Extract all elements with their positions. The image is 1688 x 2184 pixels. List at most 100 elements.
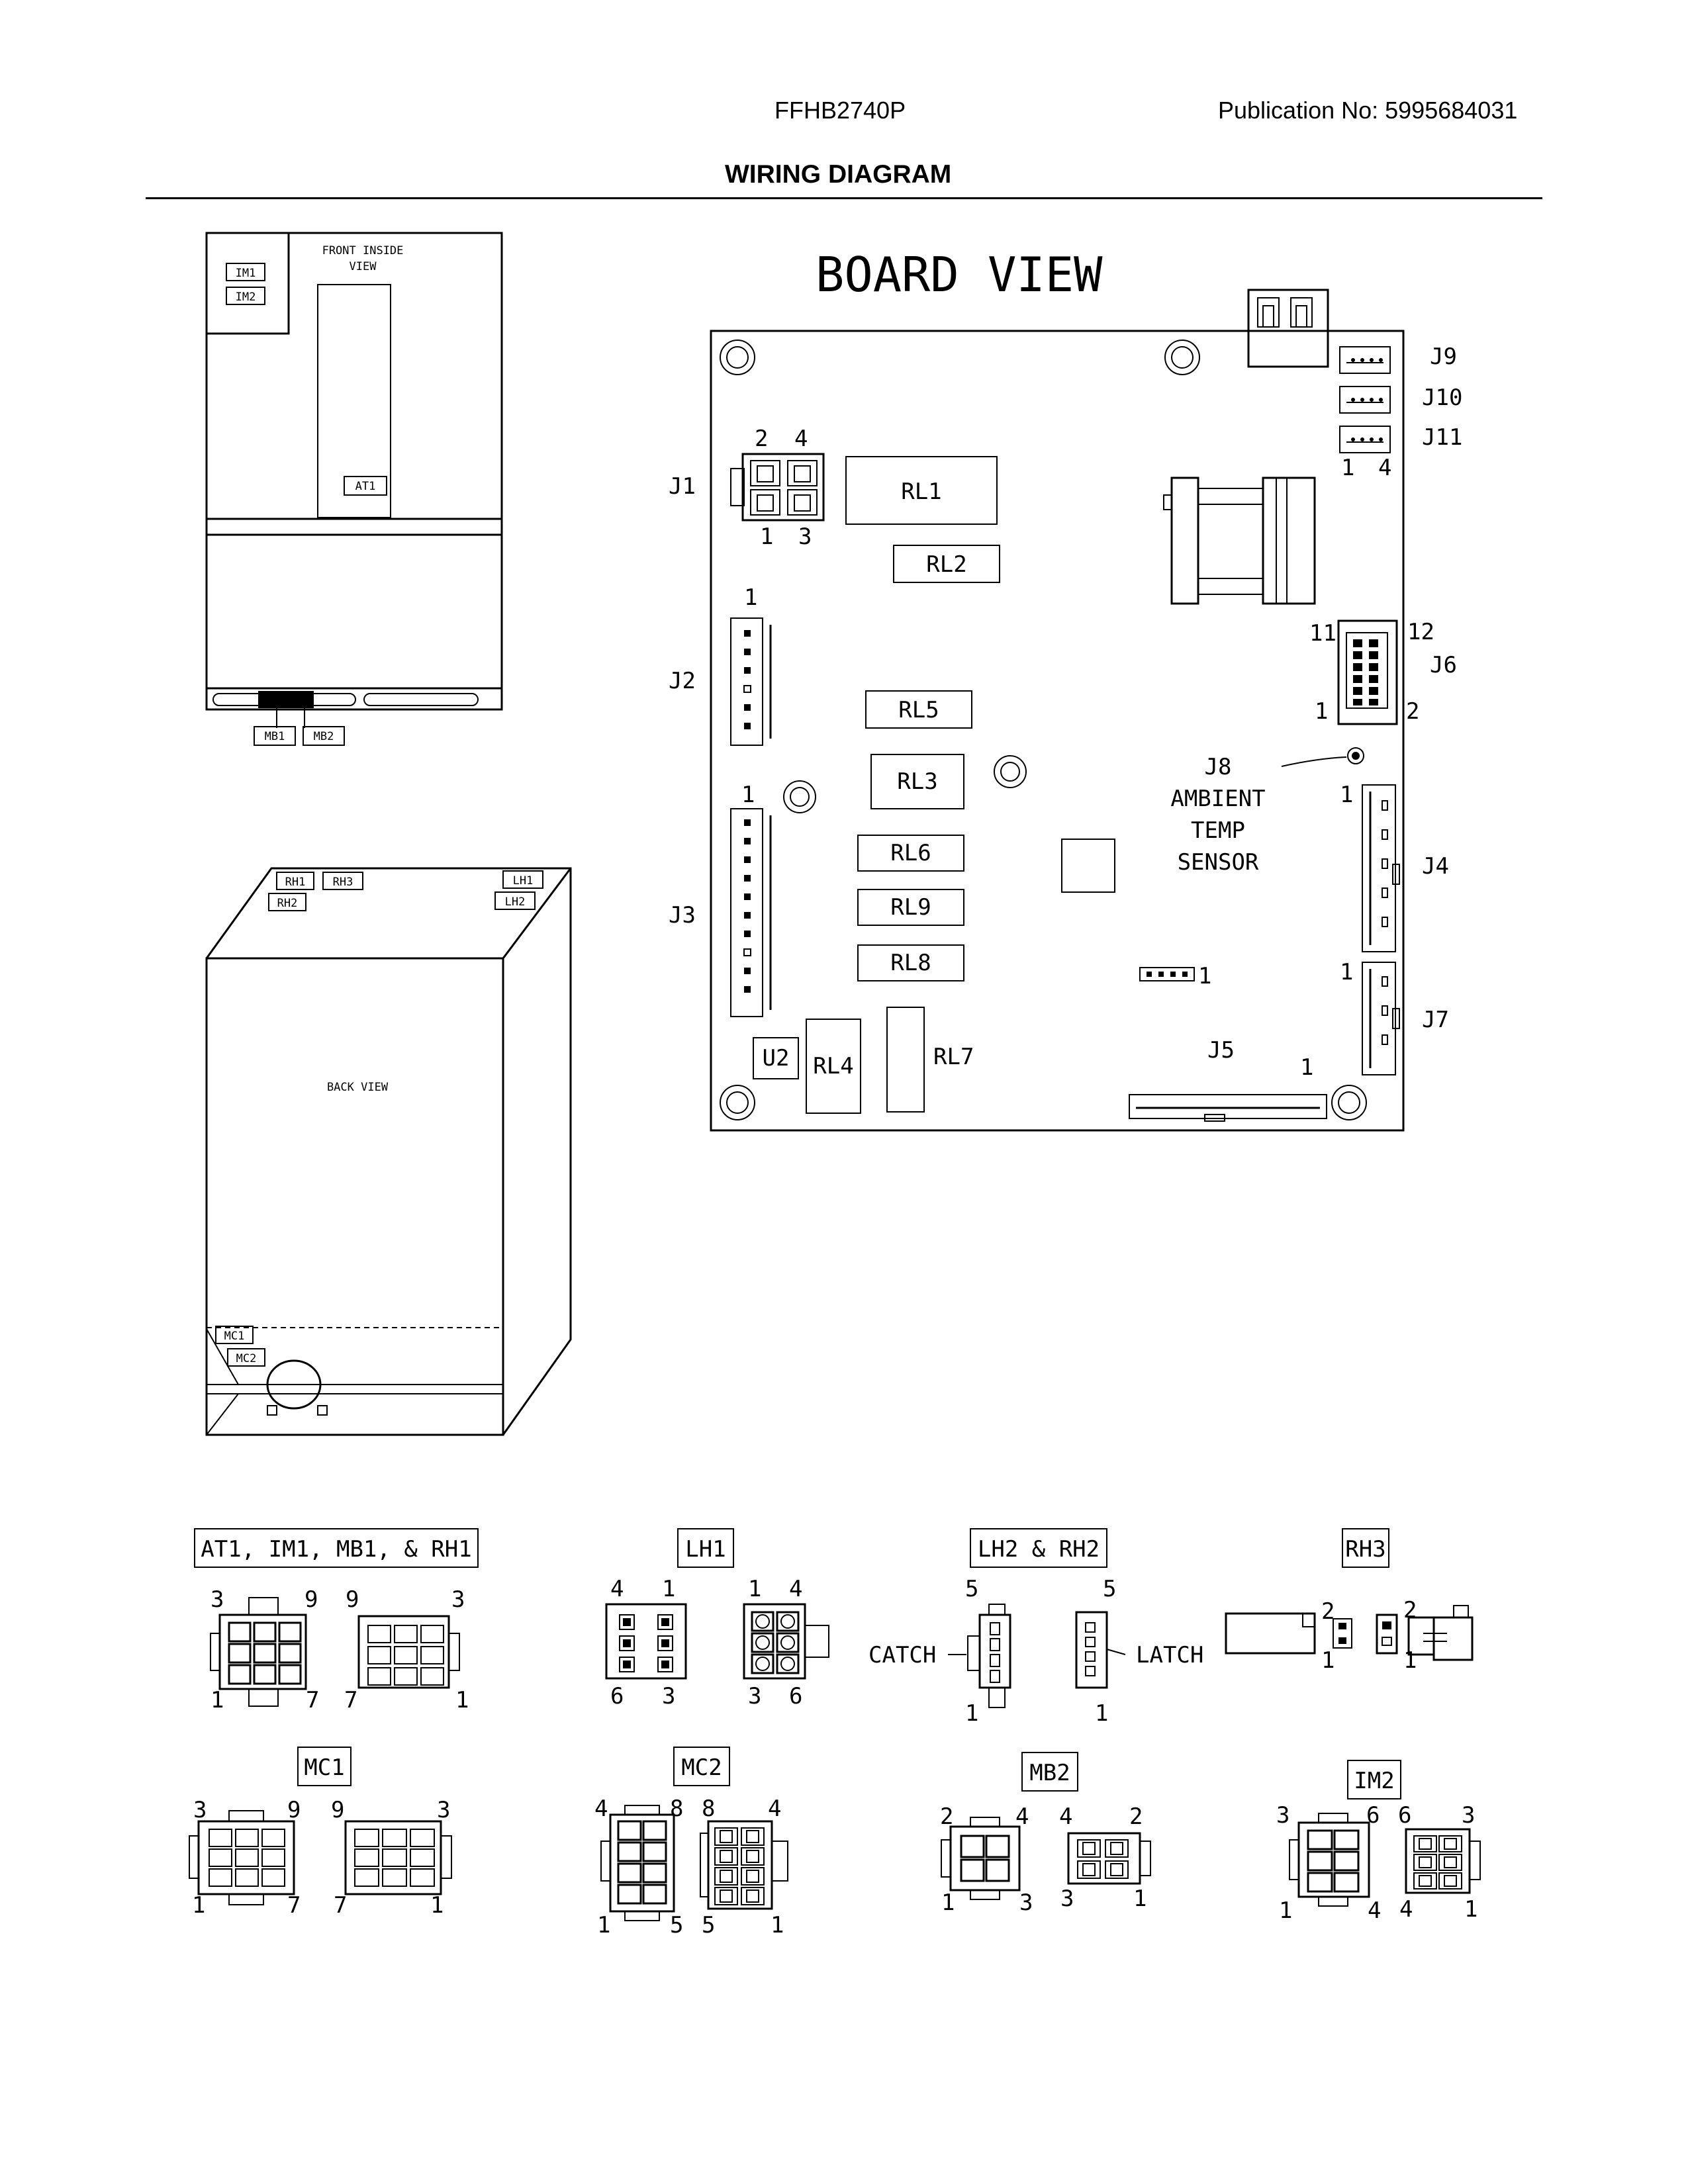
- lh2-tag: LH2: [505, 895, 526, 909]
- board-view: BOARD VIEW J9 J10: [669, 247, 1462, 1132]
- rl8-label: RL8: [890, 950, 931, 976]
- back-view-label: BACK VIEW: [327, 1081, 389, 1094]
- at1-pin: 9: [346, 1586, 359, 1613]
- j8-label: J8: [1205, 754, 1232, 780]
- j2-label: J2: [669, 668, 696, 694]
- mb2-pin: 2: [1129, 1803, 1143, 1830]
- mounting-hole: [994, 755, 1027, 788]
- mc1-pin: 9: [287, 1797, 301, 1823]
- relay-rl7: [886, 1007, 925, 1113]
- relay-rl3: [870, 754, 964, 809]
- at1-pin: 7: [344, 1687, 357, 1713]
- connector-mb2: MB2 2 4 1 3 4 2 3 1: [940, 1752, 1151, 1916]
- lh1-pin: 4: [610, 1576, 624, 1602]
- im2-pin: 4: [1399, 1896, 1413, 1923]
- mc2-pin: 8: [702, 1796, 715, 1822]
- j4-pin-1: 1: [1340, 782, 1353, 808]
- j11-connector: [1339, 426, 1391, 453]
- lh1-pin: 3: [662, 1683, 675, 1709]
- j6-pin-1: 1: [1315, 698, 1328, 725]
- connector-mc2: MC2 4 8 1 5 8 4 5 1: [594, 1747, 788, 1938]
- mb1-tag: MB1: [265, 730, 285, 743]
- at1-group-label: AT1, IM1, MB1, & RH1: [201, 1536, 471, 1563]
- connector-rh3: RH3 2 1 2 1: [1225, 1528, 1474, 1674]
- back-view: BACK VIEW RH1 RH3 RH2 LH1 LH2 MC1 MC2: [205, 867, 572, 1436]
- mb2-pin: 3: [1060, 1886, 1074, 1912]
- j3-connector: [730, 808, 772, 1017]
- j1-label: J1: [669, 473, 696, 500]
- rh2-pin: 1: [1095, 1700, 1108, 1727]
- header-divider: [146, 197, 1542, 199]
- at1-pin: 3: [451, 1586, 465, 1613]
- mc1-label: MC1: [304, 1754, 344, 1781]
- j1-pin-3: 3: [798, 523, 812, 550]
- j4-connector: [1362, 784, 1400, 952]
- mc1-pin: 3: [193, 1797, 207, 1823]
- rh3-pin: 1: [1403, 1647, 1417, 1674]
- mounting-hole: [720, 1085, 755, 1120]
- rl6-label: RL6: [890, 840, 931, 866]
- microcontroller-chip: [1061, 839, 1115, 893]
- transformer: [1163, 477, 1316, 605]
- mounting-hole: [783, 780, 816, 813]
- j10-label: J10: [1422, 385, 1462, 411]
- at1-tag: AT1: [355, 480, 376, 493]
- rl5-label: RL5: [898, 697, 939, 723]
- rh2-tag: RH2: [277, 897, 298, 910]
- mc1-pin: 7: [334, 1892, 347, 1919]
- j6-label: J6: [1430, 652, 1457, 678]
- mounting-hole: [1331, 1085, 1367, 1120]
- im2-pin: 4: [1368, 1897, 1381, 1924]
- rh1-tag: RH1: [285, 876, 306, 889]
- rl9-label: RL9: [890, 894, 931, 921]
- mc2-label: MC2: [681, 1754, 722, 1781]
- mb2-tag: MB2: [314, 730, 334, 743]
- lh2-rh2-label: LH2 & RH2: [978, 1536, 1100, 1563]
- rh3-pin: 2: [1403, 1597, 1417, 1623]
- mc2-tag: MC2: [236, 1352, 257, 1365]
- j8-label-ambient: AMBIENT: [1170, 786, 1265, 812]
- u2-label: U2: [763, 1045, 790, 1071]
- mounting-hole: [720, 340, 755, 375]
- mb2-pin: 2: [940, 1803, 953, 1830]
- publication-number: Publication No: 5995684031: [1218, 97, 1518, 124]
- j6-connector: [1337, 619, 1398, 725]
- im2-label: IM2: [1354, 1768, 1394, 1794]
- mounting-hole: [1164, 340, 1200, 375]
- at1-pin: 7: [306, 1687, 319, 1713]
- front-inside-view: FRONT INSIDE VIEW IM1 IM2 AT1 MB1 MB2: [205, 232, 503, 746]
- front-view-label-2: VIEW: [350, 260, 377, 273]
- im2-tag: IM2: [236, 291, 256, 304]
- mc2-pin: 4: [594, 1796, 608, 1822]
- lh1-pin: 6: [610, 1683, 624, 1709]
- relay-rl9: [857, 889, 964, 926]
- relay-rl2: [893, 545, 1000, 583]
- relay-rl6: [857, 835, 964, 872]
- j8-label-sensor: SENSOR: [1178, 849, 1259, 876]
- mc1-pin: 1: [192, 1892, 205, 1919]
- rh2-pin: 5: [1103, 1576, 1116, 1602]
- im2-pin: 3: [1462, 1802, 1475, 1829]
- j9-connector: [1339, 346, 1391, 374]
- connector-at1-im1-mb1-rh1: AT1, IM1, MB1, & RH1 3 9 1 7 9 3 7 1: [194, 1528, 479, 1713]
- rh3-pin: 1: [1321, 1647, 1335, 1674]
- mc1-pin: 1: [430, 1892, 444, 1919]
- small-connector: [1139, 967, 1195, 981]
- rh3-pin: 2: [1321, 1598, 1335, 1625]
- lh1-pin: 1: [748, 1576, 761, 1602]
- j7-pin-1: 1: [1340, 959, 1353, 985]
- j2-connector: [730, 617, 772, 746]
- mc2-pin: 5: [670, 1912, 683, 1938]
- rl3-label: RL3: [897, 768, 937, 795]
- at1-pin: 3: [211, 1586, 224, 1613]
- im2-pin: 6: [1398, 1802, 1411, 1829]
- mb2-pin: 1: [1133, 1886, 1147, 1912]
- j6-pin-12: 12: [1407, 619, 1434, 645]
- j1-pin-1: 1: [760, 523, 773, 550]
- j2-pin-1: 1: [744, 584, 757, 611]
- lh2-pin: 1: [965, 1700, 978, 1727]
- at1-pin: 1: [455, 1687, 469, 1713]
- mb2-label: MB2: [1029, 1760, 1070, 1786]
- j8-label-temp: TEMP: [1191, 817, 1245, 844]
